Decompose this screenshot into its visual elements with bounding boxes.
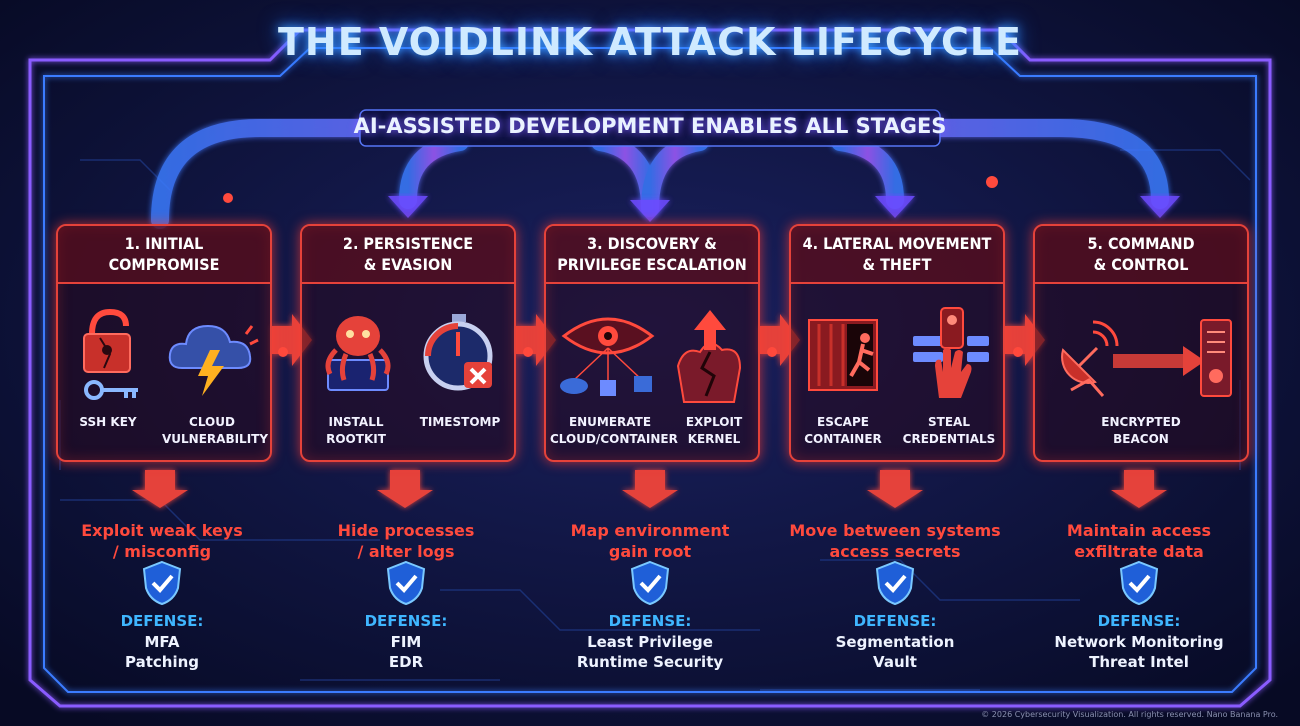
hand-key-icon: [913, 307, 989, 398]
stage-discovery-privilege-escalation: 3. DISCOVERY & PRIVILEGE ESCALATION ENUM…: [544, 224, 760, 462]
defense-list-stage-2: FIM EDR: [286, 632, 526, 672]
defense-list-stage-5: Network Monitoring Threat Intel: [1019, 632, 1259, 672]
defense-label-stage-5: DEFENSE:: [1097, 612, 1181, 630]
stage-title: 4. LATERAL MOVEMENT & THEFT: [802, 234, 992, 274]
shield-check-icon: [1119, 560, 1159, 606]
objective-stage-5: Maintain access exfiltrate data: [1066, 521, 1212, 561]
defense-item: Runtime Security: [576, 653, 724, 671]
stage-title: 2. PERSISTENCE & EVASION: [342, 234, 474, 274]
objective-stage-1: Exploit weak keys / misconfig: [81, 521, 243, 561]
cloud-lightning-icon: [168, 324, 259, 396]
defense-list-stage-3: Least Privilege Runtime Security: [530, 632, 770, 672]
satellite-server-icon: [1061, 319, 1232, 397]
shield-check-icon: [386, 560, 426, 606]
defense-item: Patching: [124, 653, 199, 671]
stage-title: 5. COMMAND & CONTROL: [1087, 234, 1195, 274]
defense-label-stage-1: DEFENSE:: [120, 612, 204, 630]
defense-item: Least Privilege: [587, 633, 713, 651]
eye-network-icon: [560, 317, 655, 396]
defense-item: Threat Intel: [1089, 653, 1189, 671]
stage-header: 2. PERSISTENCE & EVASION: [302, 226, 514, 284]
defense-label-stage-3: DEFENSE:: [608, 612, 692, 630]
stage-header: 3. DISCOVERY & PRIVILEGE ESCALATION: [546, 226, 758, 284]
stage-header: 4. LATERAL MOVEMENT & THEFT: [791, 226, 1003, 284]
item-escape-container: ESCAPE CONTAINER: [804, 415, 882, 446]
stage-title: 1. INITIAL COMPROMISE: [108, 234, 220, 274]
stage-title: 3. DISCOVERY & PRIVILEGE ESCALATION: [557, 234, 747, 274]
item-install-rootkit: INSTALL ROOTKIT: [326, 415, 386, 446]
item-encrypted-beacon: ENCRYPTED BEACON: [1101, 415, 1181, 446]
defense-list-stage-4: Segmentation Vault: [775, 632, 1015, 672]
objective-stage-4: Move between systems access secrets: [789, 521, 1001, 561]
defense-label-stage-2: DEFENSE:: [364, 612, 448, 630]
defense-label-stage-4: DEFENSE:: [853, 612, 937, 630]
lock-key-icon: [83, 308, 138, 400]
stage-initial-compromise: 1. INITIAL COMPROMISE SSH KEY CLOUD VULN…: [56, 224, 272, 462]
broken-arrow-icon: [676, 310, 742, 403]
defense-item: Network Monitoring: [1054, 633, 1224, 651]
item-enumerate-cloud-container: ENUMERATE CLOUD/CONTAINER: [550, 415, 678, 446]
defense-item: Segmentation: [835, 633, 955, 651]
stage-persistence-evasion: 2. PERSISTENCE & EVASION INSTALL ROOTKIT…: [300, 224, 516, 462]
defense-item: EDR: [388, 653, 424, 671]
item-ssh-key: SSH KEY: [79, 415, 137, 429]
item-exploit-kernel: EXPLOIT KERNEL: [685, 415, 743, 446]
page-title: THE VOIDLINK ATTACK LIFECYCLE: [277, 20, 1023, 64]
defense-item: MFA: [144, 633, 180, 651]
defense-item: Vault: [873, 653, 917, 671]
stage-header: 1. INITIAL COMPROMISE: [58, 226, 270, 284]
ai-banner: AI-ASSISTED DEVELOPMENT ENABLES ALL STAG…: [353, 114, 947, 138]
item-cloud-vulnerability: CLOUD VULNERABILITY: [162, 415, 269, 446]
item-timestomp: TIMESTOMP: [419, 415, 501, 429]
objective-stage-3: Map environment gain root: [570, 521, 730, 561]
container-escape-icon: [808, 319, 878, 391]
item-steal-credentials: STEAL CREDENTIALS: [902, 415, 996, 446]
objective-stage-2: Hide processes / alter logs: [337, 521, 475, 561]
stage-header: 5. COMMAND & CONTROL: [1035, 226, 1247, 284]
shield-check-icon: [142, 560, 182, 606]
stopwatch-icon: [423, 314, 493, 391]
shield-check-icon: [630, 560, 670, 606]
octopus-chip-icon: [325, 316, 391, 391]
stage-command-control: 5. COMMAND & CONTROL ENCRYPTED BEACON: [1033, 224, 1249, 462]
defense-item: FIM: [390, 633, 422, 651]
shield-check-icon: [875, 560, 915, 606]
stage-lateral-movement-theft: 4. LATERAL MOVEMENT & THEFT ESCAPE CONTA…: [789, 224, 1005, 462]
defense-list-stage-1: MFA Patching: [42, 632, 282, 672]
copyright-footer: © 2026 Cybersecurity Visualization. All …: [981, 710, 1278, 719]
